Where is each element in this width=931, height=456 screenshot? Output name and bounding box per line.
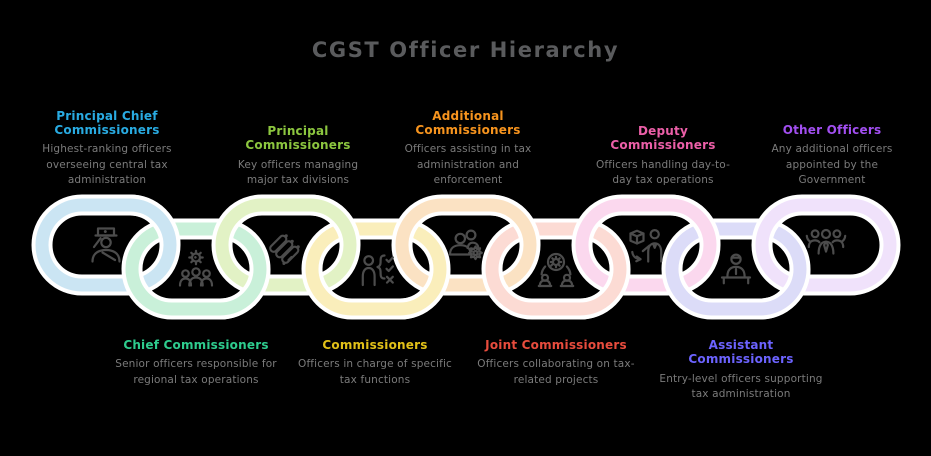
rank-description: Key officers managing major tax division… (237, 158, 359, 186)
label-joint-commissioners: Joint Commissioners Officers collaborati… (471, 338, 641, 388)
rank-description: Highest-ranking officers overseeing cent… (42, 143, 172, 186)
chain-weave-patch (556, 268, 631, 320)
rank-title: Other Officers (782, 122, 882, 137)
rank-title: Joint Commissioners (485, 338, 627, 352)
label-commissioners: Commissioners Officers in charge of spec… (290, 338, 460, 388)
label-principal-commissioners: Principal Commissioners Key officers man… (223, 86, 373, 188)
chain-weave-patch (286, 194, 361, 246)
label-chief-commissioners: Chief Commissioners Senior officers resp… (111, 338, 281, 388)
collaboration-network-icon (537, 252, 575, 288)
rank-description: Officers collaborating on tax-related pr… (477, 358, 635, 386)
label-additional-commissioners: Additional Commissioners Officers assist… (393, 86, 543, 188)
chain-weave-patch (736, 268, 811, 320)
person-checklist-icon (361, 254, 394, 287)
rank-title: Additional Commissioners (415, 108, 521, 137)
rank-title: Commissioners (322, 338, 428, 352)
label-principal-chief-commissioners: Principal Chief Commissioners Highest-ra… (32, 86, 182, 188)
team-gear-icon (178, 249, 214, 287)
rank-title: Assistant Commissioners (688, 338, 794, 367)
rank-title: Chief Commissioners (123, 338, 269, 352)
officers-group-icon (805, 228, 847, 255)
chain-weave-patch (376, 268, 451, 320)
people-gear-icon (448, 229, 483, 261)
rank-title: Deputy Commissioners (610, 123, 716, 153)
documents-stack-icon (269, 234, 300, 265)
rank-description: Senior officers responsible for regional… (115, 358, 277, 386)
chain-weave-patch (466, 194, 541, 246)
person-desk-icon (720, 253, 752, 285)
label-assistant-commissioners: Assistant Commissioners Entry-level offi… (656, 338, 826, 402)
rank-description: Officers in charge of specific tax funct… (298, 358, 452, 386)
officer-salute-icon (91, 227, 121, 263)
label-other-officers: Other Officers Any additional officers a… (757, 86, 907, 188)
rank-description: Any additional officers appointed by the… (771, 143, 893, 186)
chain-weave-patch (106, 194, 181, 246)
chain-link-other-officers (751, 194, 901, 296)
chain-weave-patch (196, 268, 271, 320)
label-deputy-commissioners: Deputy Commissioners Officers handling d… (588, 86, 738, 188)
page-title: CGST Officer Hierarchy (311, 38, 620, 62)
rank-description: Officers handling day-to-day tax operati… (595, 158, 731, 186)
box-handling-icon (629, 229, 663, 263)
rank-title: Principal Chief Commissioners (54, 108, 160, 137)
rank-description: Officers assisting in tax administration… (404, 143, 532, 186)
rank-description: Entry-level officers supporting tax admi… (659, 372, 823, 400)
chain-weave-patch (646, 194, 721, 246)
rank-title: Principal Commissioners (245, 123, 351, 153)
